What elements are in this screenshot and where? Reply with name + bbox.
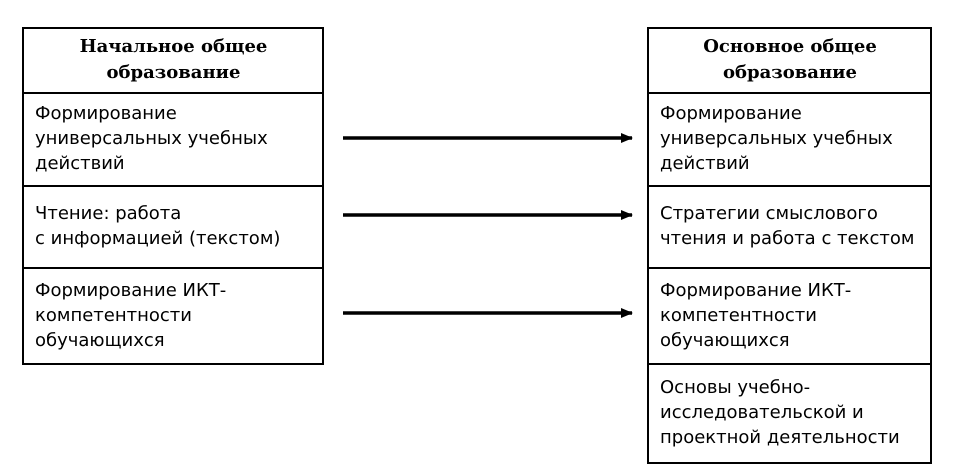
right-row-2-line-1: Стратегии смыслового (660, 203, 878, 224)
left-row-3-cell: Формирование ИКТ- компетентности обучающ… (24, 267, 322, 363)
right-row-1-line-2: универсальных учебных (660, 128, 893, 149)
right-row-2-cell: Стратегии смыслового чтения и работа с т… (649, 185, 930, 267)
right-row-1-line-3: действий (660, 153, 750, 174)
left-row-1-cell: Формирование универсальных учебных дейст… (24, 92, 322, 185)
right-row-1-cell: Формирование универсальных учебных дейст… (649, 92, 930, 185)
right-row-3-line-1: Формирование ИКТ- (660, 279, 852, 301)
right-row-2-line-2: чтения и работа с текстом (660, 228, 915, 249)
left-column-table: Начальное общее образование Формирование… (22, 27, 324, 365)
right-row-3-line-3: обучающихся (660, 329, 790, 351)
left-row-1-line-3: действий (35, 153, 125, 174)
right-header-line-2: образование (723, 61, 857, 83)
right-row-4-line-2: исследовательской и (660, 402, 864, 423)
right-row-4-line-3: проектной деятельности (660, 427, 900, 448)
right-row-3-cell: Формирование ИКТ- компетентности обучающ… (649, 267, 930, 363)
left-row-3-line-3: обучающихся (35, 329, 165, 351)
left-row-3-line-2: компетентности (35, 304, 192, 326)
right-row-1-line-1: Формирование (660, 103, 802, 124)
right-header-cell: Основное общее образование (649, 29, 930, 92)
right-header-line-1: Основное общее (703, 35, 877, 57)
left-row-3-line-1: Формирование ИКТ- (35, 279, 227, 301)
left-row-2-cell: Чтение: работа с информацией (текстом) (24, 185, 322, 267)
left-header-cell: Начальное общее образование (24, 29, 322, 92)
right-column-table: Основное общее образование Формирование … (647, 27, 932, 464)
right-row-4-cell: Основы учебно- исследовательской и проек… (649, 363, 930, 462)
right-row-4-line-1: Основы учебно- (660, 377, 811, 398)
left-row-2-line-1: Чтение: работа (35, 203, 182, 224)
left-row-1-line-2: универсальных учебных (35, 128, 268, 149)
left-header-line-1: Начальное общее (79, 35, 268, 57)
left-row-1-line-1: Формирование (35, 103, 177, 124)
right-row-3-line-2: компетентности (660, 304, 817, 326)
left-row-2-line-2: с информацией (текстом) (35, 228, 281, 249)
left-header-line-2: образование (106, 61, 241, 83)
